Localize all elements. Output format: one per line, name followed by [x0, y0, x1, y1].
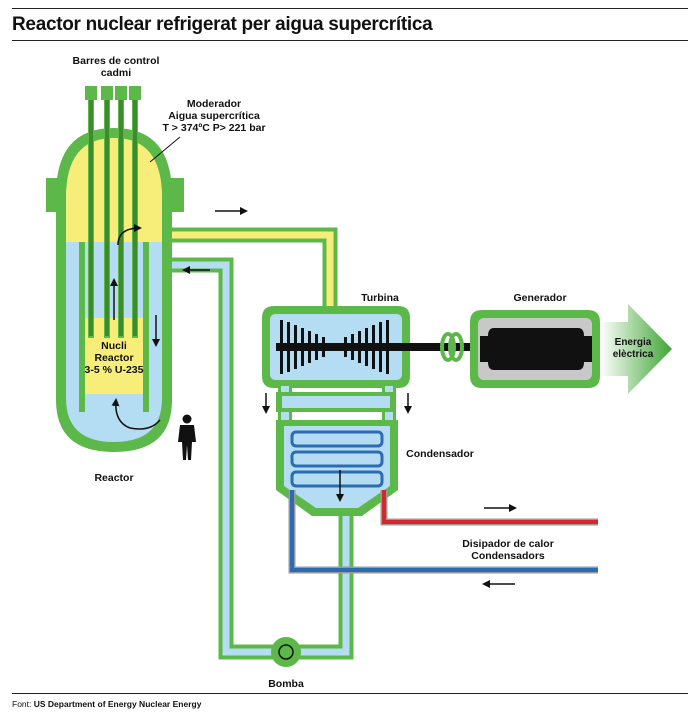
heat-sink-pipes: [288, 490, 598, 588]
label-moderator-line2: Aigua supercrítica: [168, 110, 260, 122]
label-reactor: Reactor: [94, 472, 134, 484]
label-pump: Bomba: [268, 678, 304, 690]
return-pipe: [150, 257, 354, 660]
reactor-vessel: [46, 86, 184, 452]
label-moderator-line1: Moderador: [186, 98, 242, 110]
label-moderator-line3: T > 374ºC P> 221 bar: [162, 122, 266, 134]
footer-rule: [12, 693, 688, 694]
pump-icon: [271, 637, 301, 667]
label-heat-sink-line1: Disipador de calor: [462, 538, 554, 550]
label-core-line1: Nucli: [101, 340, 127, 352]
energy-arrow: [600, 304, 672, 394]
label-turbine: Turbina: [361, 292, 399, 304]
label-generator: Generador: [513, 292, 567, 304]
label-core-line3: 3-5 % U-235: [84, 364, 144, 376]
person-icon: [178, 414, 196, 460]
label-core: Nucli Reactor 3-5 % U-235: [82, 340, 146, 376]
control-rods: [85, 86, 141, 338]
source-prefix: Font:: [12, 699, 34, 709]
label-energy-line2: elèctrica: [612, 349, 654, 360]
page-title: Reactor nuclear refrigerat per aigua sup…: [12, 14, 433, 35]
generator: [470, 310, 600, 388]
label-control-rods: Barres de control cadmi: [70, 55, 162, 79]
source-footer: Font: US Department of Energy Nuclear En…: [12, 699, 201, 709]
label-heat-sink: Disipador de calor Condensadors: [450, 538, 566, 562]
steam-pipe: [160, 227, 338, 312]
title-rule: [12, 40, 688, 41]
label-control-rods-line1: Barres de control: [72, 55, 160, 67]
turbine: [262, 306, 488, 388]
condenser: [262, 386, 412, 516]
source-name: US Department of Energy Nuclear Energy: [33, 699, 202, 709]
label-core-line2: Reactor: [94, 352, 134, 364]
label-heat-sink-line2: Condensadors: [471, 550, 545, 562]
label-energy: Energia elèctrica: [608, 337, 658, 361]
label-condenser: Condensador: [406, 448, 474, 460]
label-control-rods-line2: cadmi: [100, 67, 132, 79]
label-moderator: Moderador Aigua supercrítica T > 374ºC P…: [158, 98, 270, 134]
label-energy-line1: Energia: [614, 337, 652, 348]
top-rule: [12, 8, 688, 9]
